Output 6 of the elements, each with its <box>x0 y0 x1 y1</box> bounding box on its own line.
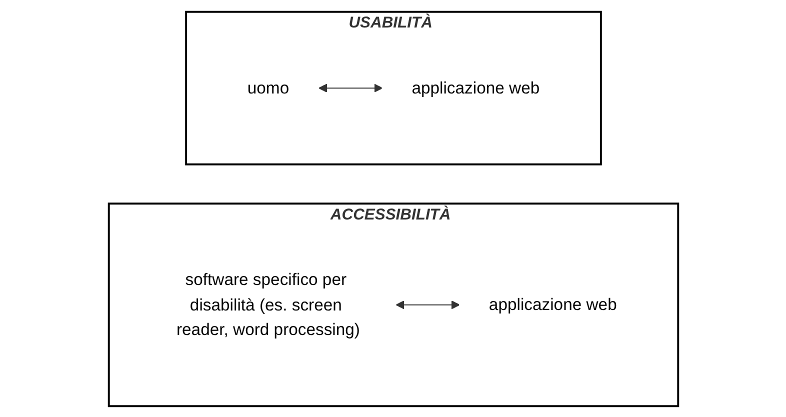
node-text: uomo <box>246 78 289 97</box>
arrow <box>395 300 460 309</box>
node-text: applicazione web <box>488 294 616 314</box>
node-text: software specifico per disabilità (es. screen reader, word processing) <box>176 270 360 338</box>
node-text: applicazione web <box>411 78 540 97</box>
arrow <box>318 83 382 92</box>
